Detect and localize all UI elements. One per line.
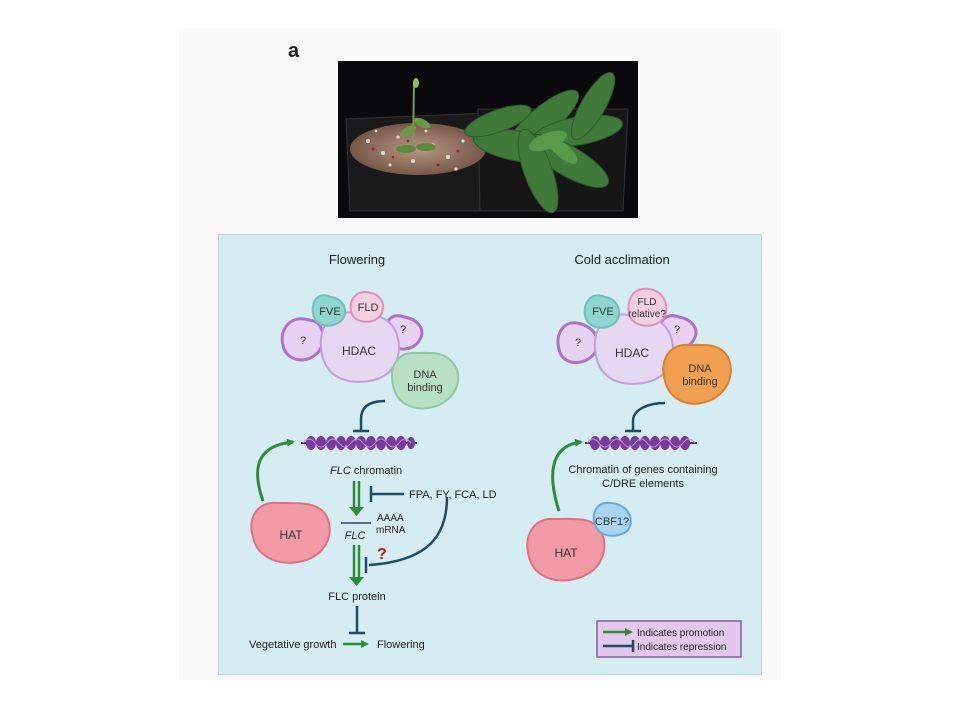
right-fve-label: FVE [592, 306, 613, 318]
right-chromatin-label-1: Chromatin of genes containing [568, 464, 717, 476]
right-cbf1-label: CBF1? [595, 516, 629, 528]
right-repression-dna [631, 401, 666, 431]
right-hat-label: HAT [554, 546, 578, 560]
left-hdac [319, 311, 400, 383]
panel-a-label: a [288, 40, 300, 62]
left-fld [349, 291, 385, 323]
left-fve-label: FVE [319, 306, 340, 318]
right-fve [583, 294, 621, 329]
regulators-label: FPA, FY, FCA, LD [409, 489, 497, 501]
mrna-label: mRNA [376, 525, 406, 536]
right-unknown-2-label: ? [674, 324, 680, 336]
right-dna-binding [662, 343, 732, 405]
flc-protein-label: FLC protein [328, 591, 385, 603]
vegetative-growth-label: Vegetative growth [249, 639, 336, 651]
left-fve [311, 294, 347, 327]
flowering-label: Flowering [377, 639, 425, 651]
pathway-diagram: Flowering Cold acclimation ? ? HDAC FVE … [218, 234, 762, 675]
right-chromatin-label-2: C/DRE elements [602, 478, 684, 490]
left-dna-label-1: DNA [413, 369, 437, 381]
right-cbf1 [592, 501, 632, 537]
legend: Indicates promotion Indicates repression [596, 620, 742, 658]
left-dna-binding [391, 351, 460, 410]
right-hdac [593, 313, 674, 385]
left-unknown-1-label: ? [300, 335, 306, 347]
left-hdac-label: HDAC [342, 344, 376, 358]
left-chromatin-coil [301, 436, 417, 450]
right-fld-label-2: relative? [628, 309, 666, 320]
left-hat-promotion-arrow [256, 438, 295, 502]
right-dna-label-2: binding [682, 376, 717, 388]
left-complex: ? ? HDAC FVE FLD DNA binding [280, 291, 460, 410]
flc-mrna-label: FLC [345, 530, 366, 542]
unknown-mechanism-label: ? [377, 546, 387, 563]
right-dna-label-1: DNA [688, 363, 712, 375]
right-fld-label-1: FLD [638, 297, 657, 308]
regulators-to-protein-repression [368, 496, 449, 567]
flowering-title: Flowering [329, 252, 385, 267]
left-transcription-arrowhead [349, 507, 364, 516]
legend-repression-label: Indicates repression [637, 642, 727, 653]
legend-promotion-label: Indicates promotion [637, 628, 724, 639]
right-unknown-1-label: ? [575, 337, 581, 349]
left-fld-label: FLD [358, 302, 379, 314]
polya-label: AAAA [377, 513, 404, 524]
left-hat [250, 501, 331, 564]
right-chromatin-coil [585, 436, 697, 450]
right-hat-promotion-arrow [551, 438, 583, 512]
left-unknown-2-label: ? [400, 324, 406, 336]
right-complex: ? ? HDAC FVE FLD relative? DNA binding [556, 287, 732, 405]
left-dna-label-2: binding [407, 382, 442, 394]
left-hat-label: HAT [279, 528, 303, 542]
right-hdac-label: HDAC [615, 346, 649, 360]
left-repression-dna [359, 399, 386, 430]
cold-acclimation-title: Cold acclimation [574, 252, 669, 267]
translation-arrowhead [349, 577, 364, 586]
plant-photo [338, 61, 638, 218]
right-fld-relative [627, 287, 668, 327]
flc-chromatin-label: FLC chromatin [330, 465, 402, 477]
